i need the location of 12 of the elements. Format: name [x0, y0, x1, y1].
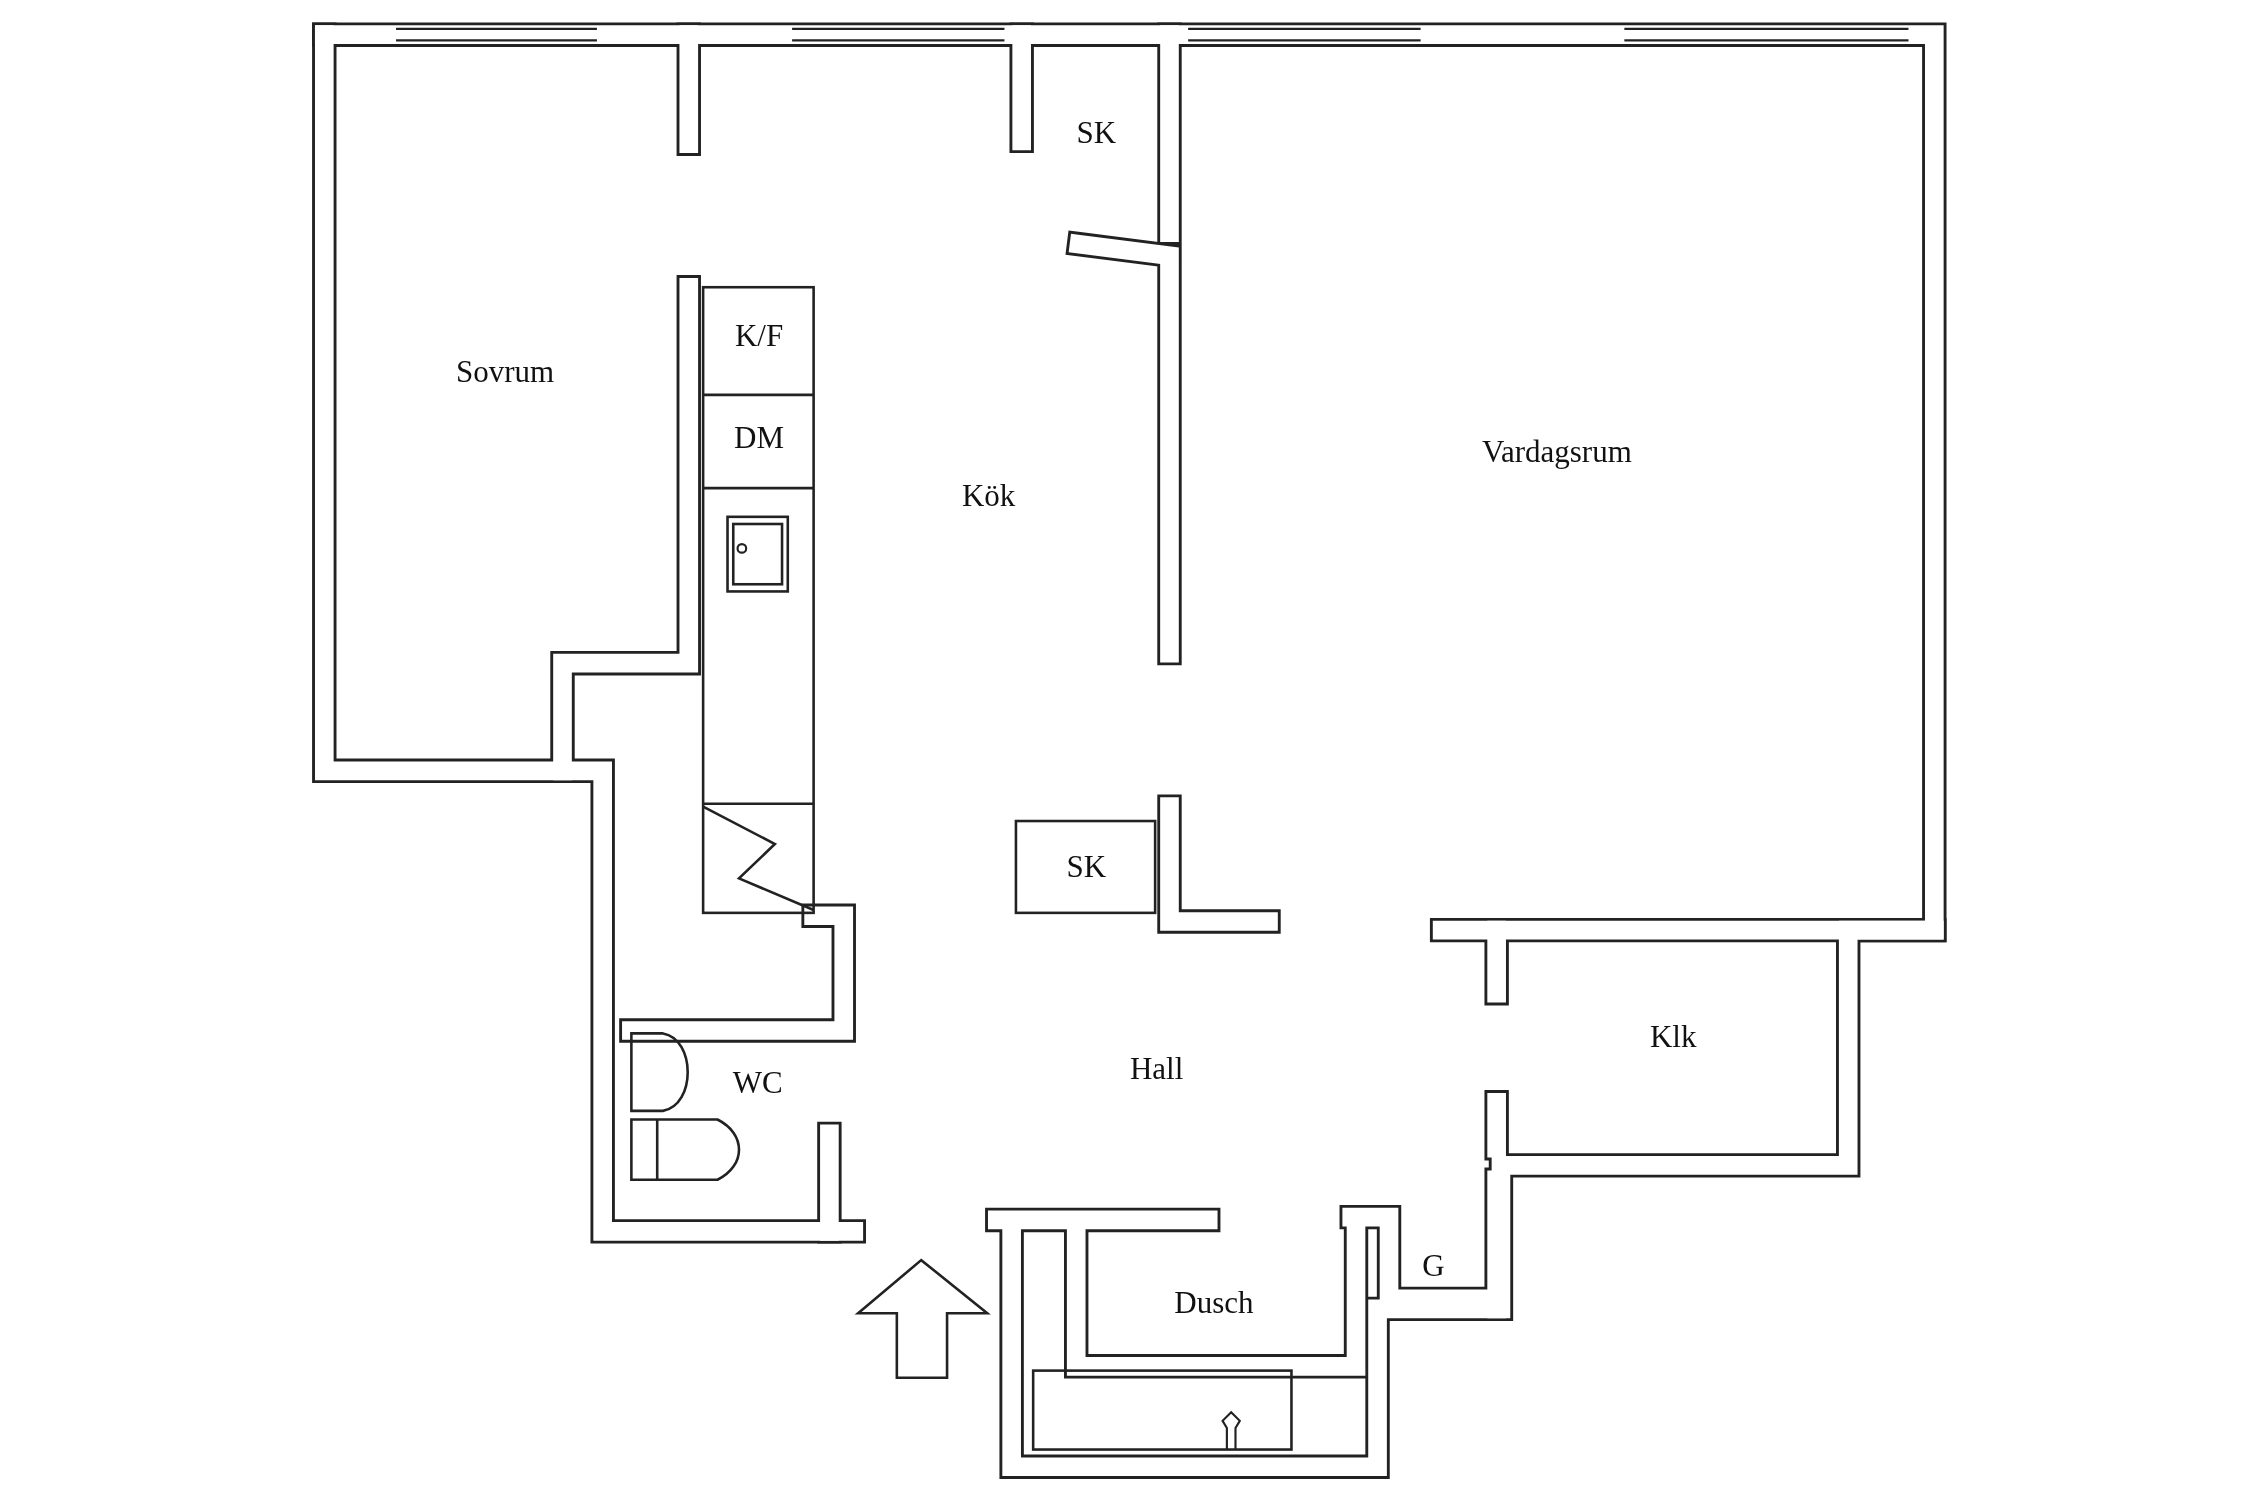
- room-label: Kök: [962, 478, 1016, 515]
- room-label: K/F: [734, 317, 784, 354]
- room-label: Vardagsrum: [1482, 434, 1632, 470]
- room-label: SK: [1076, 115, 1117, 152]
- room-label: Hall: [1129, 1051, 1184, 1088]
- room-label: DM: [734, 419, 785, 456]
- room-label: Dusch: [1174, 1284, 1254, 1321]
- room-label: G: [1422, 1247, 1445, 1284]
- room-label: Klk: [1649, 1019, 1697, 1056]
- room-label: WC: [732, 1065, 783, 1102]
- room-label: Sovrum: [456, 353, 555, 390]
- room-label: SK: [1066, 848, 1107, 885]
